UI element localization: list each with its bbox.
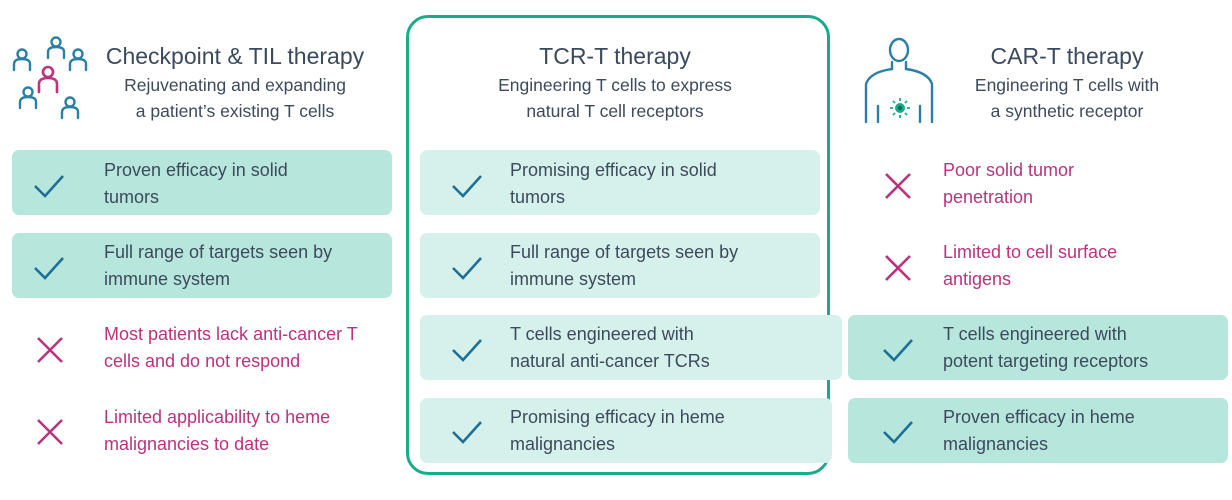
row-text: Proven efficacy in solid tumors [104, 160, 288, 207]
cross-icon [885, 255, 911, 281]
column-subtitle: Engineering T cells to express natural T… [498, 75, 732, 121]
cross-icon [37, 419, 63, 445]
row-text: Proven efficacy in heme malignancies [943, 407, 1135, 454]
row-background [420, 150, 820, 215]
person-icon [12, 48, 32, 72]
row-text: Promising efficacy in heme malignancies [510, 407, 725, 454]
cross-icon [37, 337, 63, 363]
cross-icon [885, 173, 911, 199]
row-background [848, 398, 1228, 463]
row-background [12, 150, 392, 215]
row-text: Limited to cell surface antigens [943, 242, 1118, 289]
column-subtitle: Engineering T cells with a synthetic rec… [974, 75, 1160, 121]
check-icon [452, 175, 482, 198]
person-icon [60, 96, 80, 120]
row-text: Poor solid tumor penetration [943, 160, 1075, 207]
check-icon [452, 421, 482, 444]
column-title: CAR-T therapy [990, 43, 1144, 69]
tcr-t-highlight-frame [406, 15, 830, 475]
person-icon [46, 36, 66, 60]
person-icon [68, 48, 88, 72]
row-background [420, 233, 820, 298]
row-text: Full range of targets seen by immune sys… [104, 242, 333, 289]
check-icon [34, 175, 64, 198]
row-text: T cells engineered with potent targeting… [943, 324, 1149, 371]
people-group-icon [12, 36, 88, 120]
row-text: Promising efficacy in solid tumors [510, 160, 717, 207]
highlighted-person-icon [37, 65, 59, 94]
column-header-tcr-t: TCR-T therapy Engineering T cells to exp… [460, 42, 770, 124]
column-title: TCR-T therapy [539, 43, 691, 69]
person-icon [18, 86, 38, 110]
column-header-car-t: CAR-T therapy Engineering T cells with a… [912, 42, 1222, 124]
row-background [848, 315, 1228, 380]
row-background [420, 315, 842, 380]
column-subtitle: Rejuvenating and expanding a patient’s e… [124, 75, 346, 121]
check-icon [883, 421, 913, 444]
check-icon [883, 339, 913, 362]
column-title: Checkpoint & TIL therapy [105, 43, 365, 69]
check-icon [452, 339, 482, 362]
row-text: Limited applicability to heme malignanci… [104, 407, 331, 454]
human-body-icon [864, 37, 934, 124]
row-text: T cells engineered with natural anti-can… [510, 324, 710, 371]
row-text: Most patients lack anti-cancer T cells a… [104, 324, 358, 371]
row-background [12, 233, 392, 298]
tumor-cell-icon [890, 98, 910, 118]
row-text: Full range of targets seen by immune sys… [510, 242, 739, 289]
row-background [420, 398, 832, 463]
check-icon [34, 257, 64, 280]
column-header-checkpoint: Checkpoint & TIL therapy Rejuvenating an… [80, 42, 390, 124]
check-icon [452, 257, 482, 280]
